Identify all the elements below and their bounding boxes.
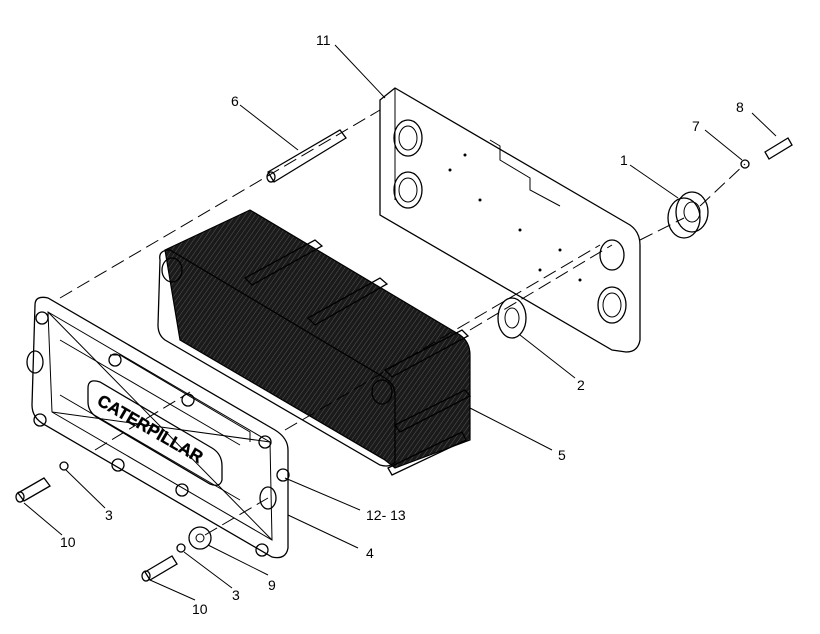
caterpillar-logo: CATERPILLAR <box>94 391 206 467</box>
alignment-lines <box>59 109 746 536</box>
plate-pack <box>157 209 472 476</box>
callout-10a: 10 <box>60 534 76 550</box>
callout-3a: 3 <box>105 507 113 523</box>
callout-5: 5 <box>558 447 566 463</box>
callout-labels: 1 2 3 3 4 5 6 7 8 9 10 10 11 12- 13 <box>60 32 744 617</box>
callout-9: 9 <box>268 577 276 593</box>
callout-7: 7 <box>692 118 700 134</box>
callout-2: 2 <box>577 377 585 393</box>
callout-3b: 3 <box>232 587 240 603</box>
connector-fitting <box>667 191 709 239</box>
callout-12-13: 12- 13 <box>366 507 406 523</box>
callout-4: 4 <box>366 545 374 561</box>
gasket <box>497 297 527 339</box>
callout-11: 11 <box>316 32 331 48</box>
tie-rod <box>266 129 347 183</box>
washer <box>59 159 750 553</box>
leader-lines <box>23 44 777 601</box>
washer-gasket <box>188 526 212 550</box>
callout-6: 6 <box>231 93 239 109</box>
callout-10b: 10 <box>192 601 208 617</box>
bolt <box>15 137 793 582</box>
rear-end-plate <box>379 87 641 353</box>
callout-1: 1 <box>620 152 628 168</box>
callout-8: 8 <box>736 99 744 115</box>
